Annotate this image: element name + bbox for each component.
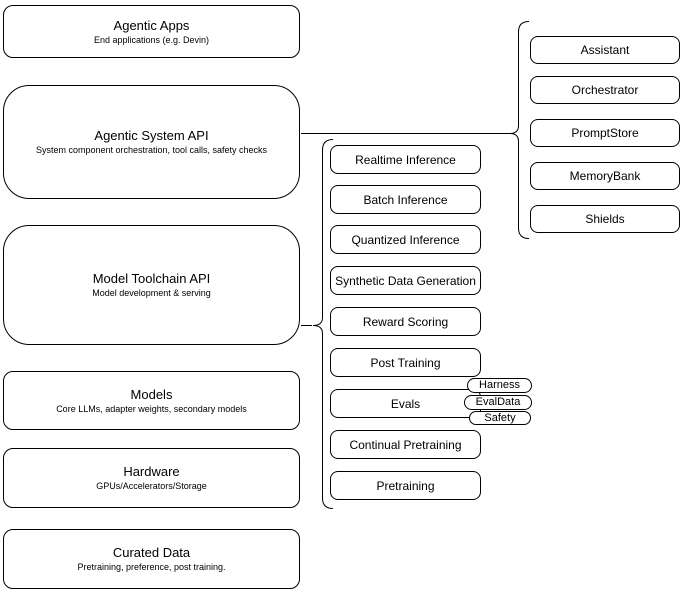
pill-safety: Safety	[469, 411, 531, 425]
node-curated-data-title: Curated Data	[112, 545, 191, 560]
node-synthetic-data-generation: Synthetic Data Generation	[330, 266, 481, 295]
node-batch-inference: Batch Inference	[330, 185, 481, 214]
node-evals: Evals	[330, 389, 481, 418]
node-curated-data-subtitle: Pretraining, preference, post training.	[77, 562, 226, 572]
node-agentic-system-api-subtitle: System component orchestration, tool cal…	[35, 145, 268, 155]
node-post-training: Post Training	[330, 348, 481, 377]
brace-system-column	[509, 21, 530, 239]
node-models-title: Models	[130, 386, 173, 402]
pill-harness: Harness	[467, 378, 532, 393]
node-quantized-inference: Quantized Inference	[330, 225, 481, 254]
node-shields: Shields	[530, 205, 680, 233]
node-agentic-apps-subtitle: End applications (e.g. Devin)	[93, 34, 210, 45]
node-hardware-title: Hardware	[123, 464, 180, 479]
node-promptstore: PromptStore	[530, 119, 680, 147]
node-model-toolchain-api-subtitle: Model development & serving	[92, 288, 211, 298]
node-model-toolchain-api-title: Model Toolchain API	[92, 271, 211, 286]
node-agentic-apps: Agentic Apps End applications (e.g. Devi…	[3, 5, 300, 58]
node-models: Models Core LLMs, adapter weights, secon…	[3, 371, 300, 430]
node-realtime-inference: Realtime Inference	[330, 145, 481, 174]
node-pretraining: Pretraining	[330, 471, 481, 500]
node-continual-pretraining: Continual Pretraining	[330, 430, 481, 459]
node-models-subtitle: Core LLMs, adapter weights, secondary mo…	[56, 403, 247, 414]
node-reward-scoring: Reward Scoring	[330, 307, 481, 336]
node-orchestrator: Orchestrator	[530, 76, 680, 104]
node-curated-data: Curated Data Pretraining, preference, po…	[3, 529, 300, 589]
pill-evaldata: EvalData	[464, 395, 532, 410]
node-memorybank: MemoryBank	[530, 162, 680, 190]
node-hardware-subtitle: GPUs/Accelerators/Storage	[96, 481, 207, 491]
node-agentic-apps-title: Agentic Apps	[113, 17, 190, 33]
node-agentic-system-api-title: Agentic System API	[94, 128, 209, 143]
node-agentic-system-api: Agentic System API System component orch…	[3, 85, 300, 199]
node-hardware: Hardware GPUs/Accelerators/Storage	[3, 448, 300, 508]
node-model-toolchain-api: Model Toolchain API Model development & …	[3, 225, 300, 345]
node-assistant: Assistant	[530, 36, 680, 64]
